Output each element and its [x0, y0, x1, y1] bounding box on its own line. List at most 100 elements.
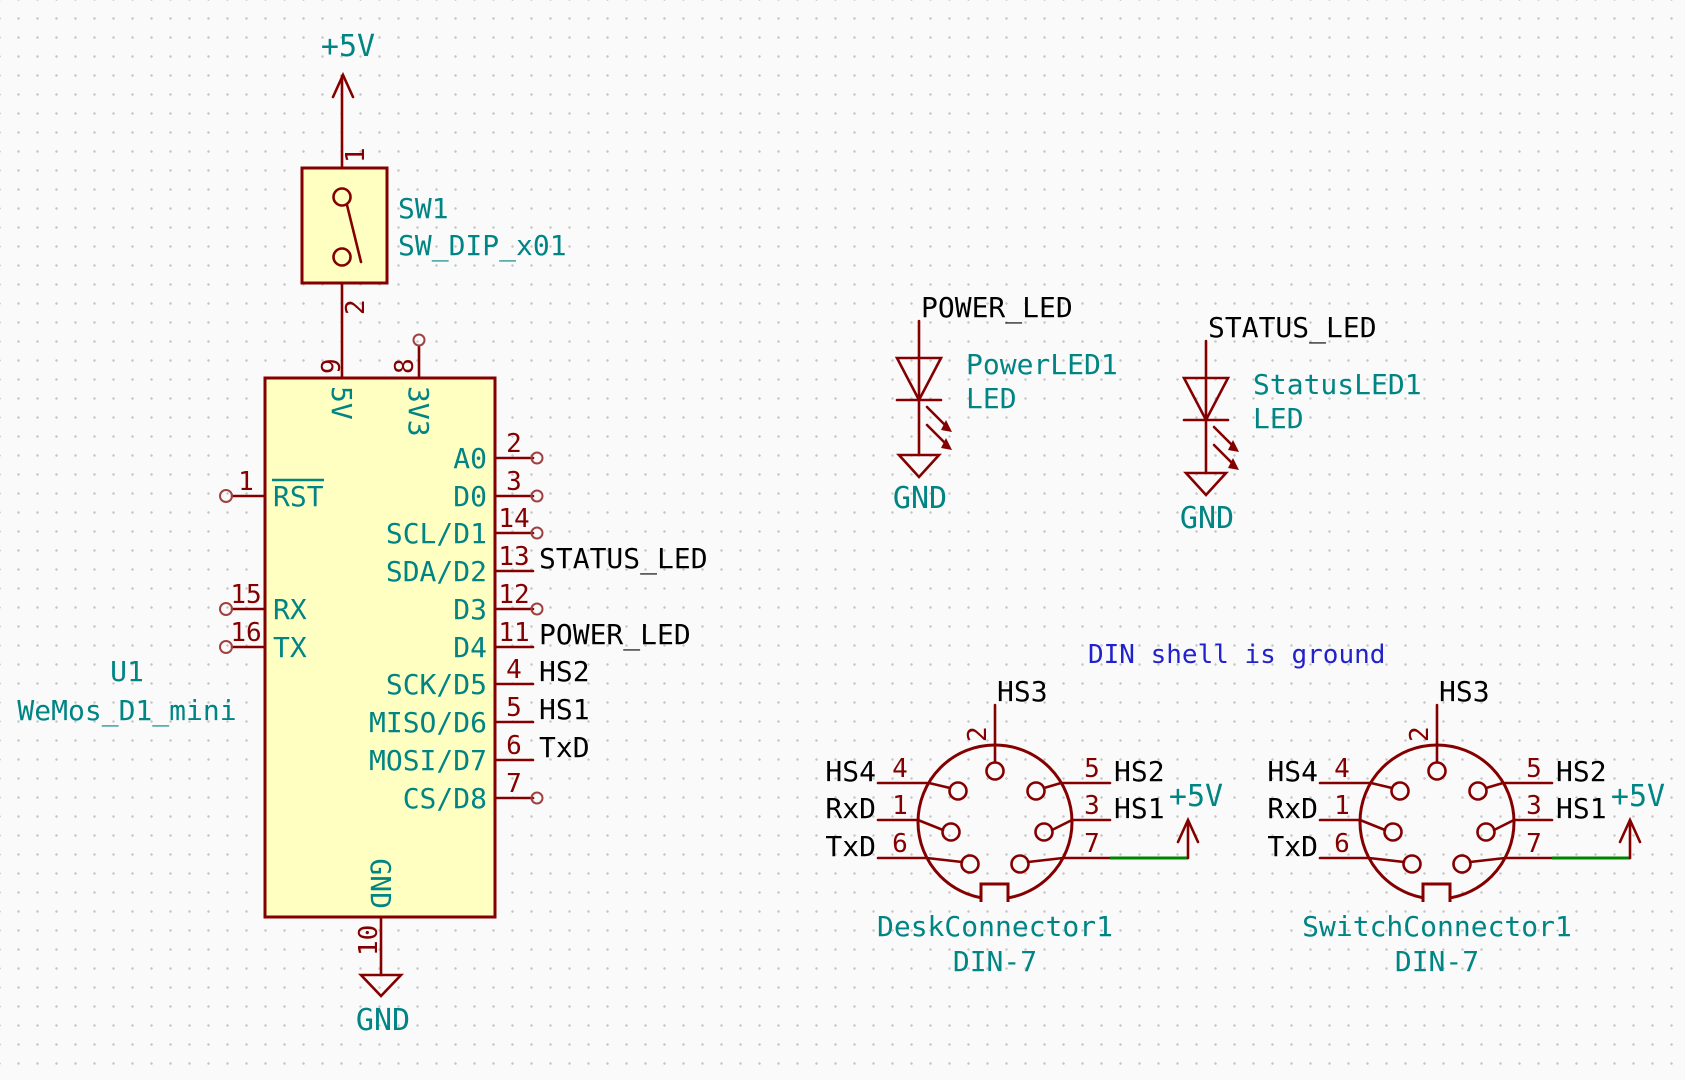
gnd-mcu-label[interactable]: GND [356, 1003, 410, 1038]
gnd-statusled-label[interactable]: GND [1180, 501, 1234, 536]
mcu-pin2-unconnected-icon [530, 451, 544, 465]
din1-pin-r1-link [1042, 781, 1063, 790]
power-5v-switch-label[interactable]: +5V [1611, 779, 1665, 814]
din1-pin-r2-contact [1034, 822, 1054, 842]
din1-pin-l2-contact [941, 822, 961, 842]
mcu-pin15-unconnected-icon [219, 602, 233, 616]
net-label-txd-din2[interactable]: TxD [1267, 830, 1318, 863]
mcu-pin15-name: RX [273, 593, 307, 626]
mcu-pin12-number: 12 [498, 580, 529, 610]
power-5v-top-label[interactable]: +5V [321, 29, 375, 64]
din2-shell [1358, 743, 1516, 901]
din2-pin-r2-link [1492, 818, 1516, 832]
din2-pin-l1-contact [1390, 781, 1410, 801]
din2-pin-top-number: 2 [1405, 726, 1435, 742]
net-label-hs3-din2[interactable]: HS3 [1439, 675, 1490, 708]
power-arrow-icon [331, 71, 355, 99]
din1-pin-r3-number: 7 [1084, 829, 1100, 859]
power-flag-5v-switch[interactable]: +5V [1611, 779, 1665, 860]
net-label-hs2-mcu[interactable]: HS2 [539, 655, 590, 688]
power-arrow-icon [1176, 816, 1200, 844]
net-label-hs4-din2[interactable]: HS4 [1267, 755, 1318, 788]
power-5v-desk-label[interactable]: +5V [1169, 779, 1223, 814]
din1-pin-l2-number: 1 [892, 791, 908, 821]
din1-value[interactable]: DIN-7 [953, 945, 1037, 978]
powerled-ref[interactable]: PowerLED1 [966, 348, 1118, 381]
led-powerled1[interactable]: POWER_LED PowerLED1 LED GND [893, 291, 1118, 516]
din2-pin-l2-contact [1383, 822, 1403, 842]
power-arrow-icon [1618, 816, 1642, 844]
mcu-pin9-number: 9 [317, 358, 347, 374]
din2-pin-top-contact [1427, 761, 1447, 781]
gnd-triangle-icon [896, 453, 942, 479]
net-label-hs3-din1[interactable]: HS3 [997, 675, 1048, 708]
power-flag-gnd-mcu[interactable]: GND [356, 973, 410, 1038]
din2-value[interactable]: DIN-7 [1395, 945, 1479, 978]
din2-pin-l3-link [1367, 856, 1406, 864]
din1-pin-l1-contact [948, 781, 968, 801]
sw1-pin1-number: 1 [341, 147, 371, 163]
din1-pin-top-number: 2 [963, 726, 993, 742]
net-label-hs4-din1[interactable]: HS4 [825, 755, 876, 788]
statusled-ref[interactable]: StatusLED1 [1253, 368, 1422, 401]
statusled-arrowhead-2 [1228, 458, 1239, 470]
sw1-contact-bottom [332, 247, 352, 267]
powerled-triangle-icon [894, 356, 944, 403]
din1-pin-r1-number: 5 [1084, 754, 1100, 784]
mcu-value[interactable]: WeMos_D1_mini [17, 694, 236, 728]
din2-ref[interactable]: SwitchConnector1 [1302, 910, 1572, 943]
din1-ref[interactable]: DeskConnector1 [877, 910, 1113, 943]
net-label-hs1-din2[interactable]: HS1 [1556, 792, 1607, 825]
mcu-pin14-name: SCL/D1 [386, 517, 487, 550]
power-flag-5v-top[interactable]: +5V [321, 29, 375, 99]
dip-switch-sw1[interactable]: 1 2 SW1 SW_DIP_x01 [300, 147, 567, 315]
din1-pin-r3-contact [1010, 854, 1030, 874]
din1-pin-r1-contact [1026, 781, 1046, 801]
net-label-hs2-din2[interactable]: HS2 [1556, 755, 1607, 788]
net-label-hs2-din1[interactable]: HS2 [1114, 755, 1165, 788]
mcu-pin8-unconnected-icon [412, 333, 426, 347]
din2-pin-r1-contact [1468, 781, 1488, 801]
led-statusled1[interactable]: STATUS_LED StatusLED1 LED GND [1180, 311, 1422, 536]
mcu-pin16-number: 16 [230, 618, 261, 648]
net-label-power-led[interactable]: POWER_LED [921, 291, 1073, 325]
net-label-txd-mcu[interactable]: TxD [539, 731, 590, 764]
powerled-value[interactable]: LED [966, 382, 1017, 415]
mcu-pin12-unconnected-icon [530, 602, 544, 616]
mcu-pin7-unconnected-icon [530, 791, 544, 805]
mcu-pin1-name: RST [273, 480, 324, 513]
net-label-status-led[interactable]: STATUS_LED [1208, 311, 1377, 345]
mcu-pin12-name: D3 [453, 593, 487, 626]
net-label-status-led-mcu[interactable]: STATUS_LED [539, 542, 708, 576]
din-connector-desk[interactable]: 2 HS3 4 HS4 1 RxD 6 TxD 5 HS2 3 HS1 7 De… [825, 675, 1164, 978]
din-connector-switch[interactable]: 2 HS3 4 HS4 1 RxD 6 TxD 5 HS2 3 HS1 7 Sw… [1267, 675, 1606, 978]
note-din-shell[interactable]: DIN shell is ground [1088, 640, 1385, 670]
net-label-txd-din1[interactable]: TxD [825, 830, 876, 863]
mcu-pin6-number: 6 [506, 731, 522, 761]
gnd-triangle-icon [1183, 471, 1229, 497]
mcu-u1[interactable]: U1 WeMos_D1_mini 9 5V 8 3V3 10 GND 1 RST… [17, 333, 544, 977]
mcu-pin6-name: MOSI/D7 [369, 744, 487, 777]
net-label-hs1-mcu[interactable]: HS1 [539, 693, 590, 726]
power-flag-5v-desk[interactable]: +5V [1169, 779, 1223, 860]
din2-pin-r3-number: 7 [1526, 829, 1542, 859]
net-label-power-led-mcu[interactable]: POWER_LED [539, 618, 691, 652]
gnd-powerled-label[interactable]: GND [893, 481, 947, 516]
net-label-rxd-din2[interactable]: RxD [1267, 792, 1318, 825]
mcu-pin5-name: MISO/D6 [369, 706, 487, 739]
din1-pin-l1-link [927, 781, 952, 790]
mcu-pin9-name: 5V [325, 386, 358, 420]
mcu-ref[interactable]: U1 [110, 655, 144, 688]
net-label-hs1-din1[interactable]: HS1 [1114, 792, 1165, 825]
mcu-pin16-name: TX [273, 631, 307, 664]
sw1-value[interactable]: SW_DIP_x01 [398, 229, 567, 263]
statusled-value[interactable]: LED [1253, 402, 1304, 435]
mcu-pin2-name: A0 [453, 442, 487, 475]
mcu-pin3-name: D0 [453, 480, 487, 513]
net-label-rxd-din1[interactable]: RxD [825, 792, 876, 825]
mcu-pin2-number: 2 [506, 429, 522, 459]
din2-pin-r1-number: 5 [1526, 754, 1542, 784]
sw1-contact-top [332, 187, 352, 207]
sw1-ref[interactable]: SW1 [398, 192, 449, 225]
